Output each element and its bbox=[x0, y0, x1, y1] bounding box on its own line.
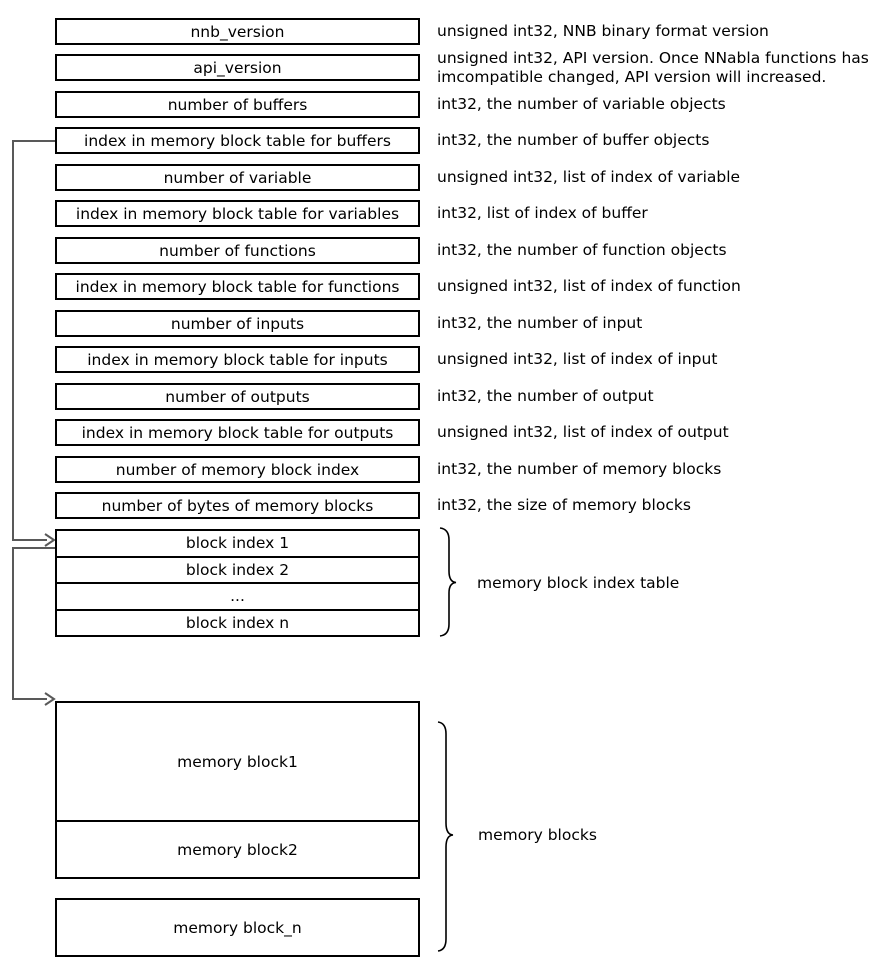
index-table-row: block index 2 bbox=[57, 555, 418, 583]
field-box: number of buffers bbox=[55, 91, 420, 118]
memory-block-index-table: block index 1 block index 2 ... block in… bbox=[55, 529, 420, 637]
brace-memory-blocks-icon bbox=[437, 721, 454, 952]
index-table-brace-label: memory block index table bbox=[477, 574, 680, 592]
connector-buffers-to-index-table bbox=[12, 140, 56, 547]
index-table-row: block index 1 bbox=[57, 531, 418, 556]
memory-block: memory block2 bbox=[57, 820, 418, 877]
field-label: number of inputs bbox=[170, 314, 305, 333]
memory-block: memory block_n bbox=[173, 918, 302, 937]
field-label: number of outputs bbox=[165, 387, 310, 406]
field-label: index in memory block table for buffers bbox=[84, 131, 391, 150]
field-box: index in memory block table for inputs bbox=[55, 346, 420, 373]
index-table-row-label: block index 1 bbox=[185, 534, 290, 553]
index-table-row-label: block index n bbox=[185, 613, 290, 632]
field-label: number of functions bbox=[159, 241, 316, 260]
field-description: unsigned int32, list of index of variabl… bbox=[437, 168, 741, 186]
field-label: index in memory block table for outputs bbox=[81, 423, 394, 442]
memory-blocks-brace-label: memory blocks bbox=[478, 826, 597, 844]
field-description: int32, the size of memory blocks bbox=[437, 496, 691, 514]
field-box: number of outputs bbox=[55, 383, 420, 410]
field-description: int32, the number of input bbox=[437, 314, 643, 332]
field-box: nnb_version bbox=[55, 18, 420, 45]
index-table-row: block index n bbox=[57, 608, 418, 636]
field-description: int32, the number of output bbox=[437, 387, 654, 405]
field-label: number of variable bbox=[163, 168, 312, 187]
field-box: api_version bbox=[55, 54, 420, 81]
field-box: number of inputs bbox=[55, 310, 420, 337]
field-box: number of bytes of memory blocks bbox=[55, 492, 420, 519]
arrowhead-icon bbox=[44, 692, 56, 706]
field-description: unsigned int32, API version. Once NNabla… bbox=[437, 48, 869, 86]
field-description: int32, the number of buffer objects bbox=[437, 131, 710, 149]
arrowhead-icon bbox=[44, 533, 56, 547]
memory-block-n-box: memory block_n bbox=[55, 898, 420, 957]
field-box: index in memory block table for buffers bbox=[55, 127, 420, 154]
index-table-row: ... bbox=[57, 582, 418, 609]
index-table-row-label: ... bbox=[230, 587, 245, 606]
field-label: number of memory block index bbox=[115, 460, 360, 479]
index-table-row-label: block index 2 bbox=[185, 560, 290, 579]
field-description: int32, the number of memory blocks bbox=[437, 460, 722, 478]
field-label: index in memory block table for variable… bbox=[75, 204, 400, 223]
memory-block: memory block1 bbox=[177, 752, 298, 771]
field-description: int32, list of index of buffer bbox=[437, 204, 648, 222]
field-description: int32, the number of function objects bbox=[437, 241, 727, 259]
field-box: index in memory block table for outputs bbox=[55, 419, 420, 446]
field-description: unsigned int32, list of index of input bbox=[437, 350, 718, 368]
field-label: api_version bbox=[193, 58, 282, 77]
connector-index-table-to-memory-blocks bbox=[12, 547, 56, 706]
field-description: unsigned int32, list of index of output bbox=[437, 423, 729, 441]
field-label: index in memory block table for inputs bbox=[87, 350, 388, 369]
field-label: nnb_version bbox=[190, 22, 285, 41]
field-description: unsigned int32, NNB binary format versio… bbox=[437, 22, 769, 40]
field-box: number of memory block index bbox=[55, 456, 420, 483]
field-box: number of functions bbox=[55, 237, 420, 264]
field-description: int32, the number of variable objects bbox=[437, 95, 726, 113]
field-description: unsigned int32, list of index of functio… bbox=[437, 277, 741, 295]
field-label: number of bytes of memory blocks bbox=[101, 496, 374, 515]
field-label: index in memory block table for function… bbox=[75, 277, 400, 296]
brace-index-table-icon bbox=[439, 527, 457, 637]
field-label: number of buffers bbox=[167, 95, 308, 114]
field-box: number of variable bbox=[55, 164, 420, 191]
field-box: index in memory block table for function… bbox=[55, 273, 420, 300]
field-box: index in memory block table for variable… bbox=[55, 200, 420, 227]
memory-blocks-box: memory block1 memory block2 bbox=[55, 701, 420, 879]
